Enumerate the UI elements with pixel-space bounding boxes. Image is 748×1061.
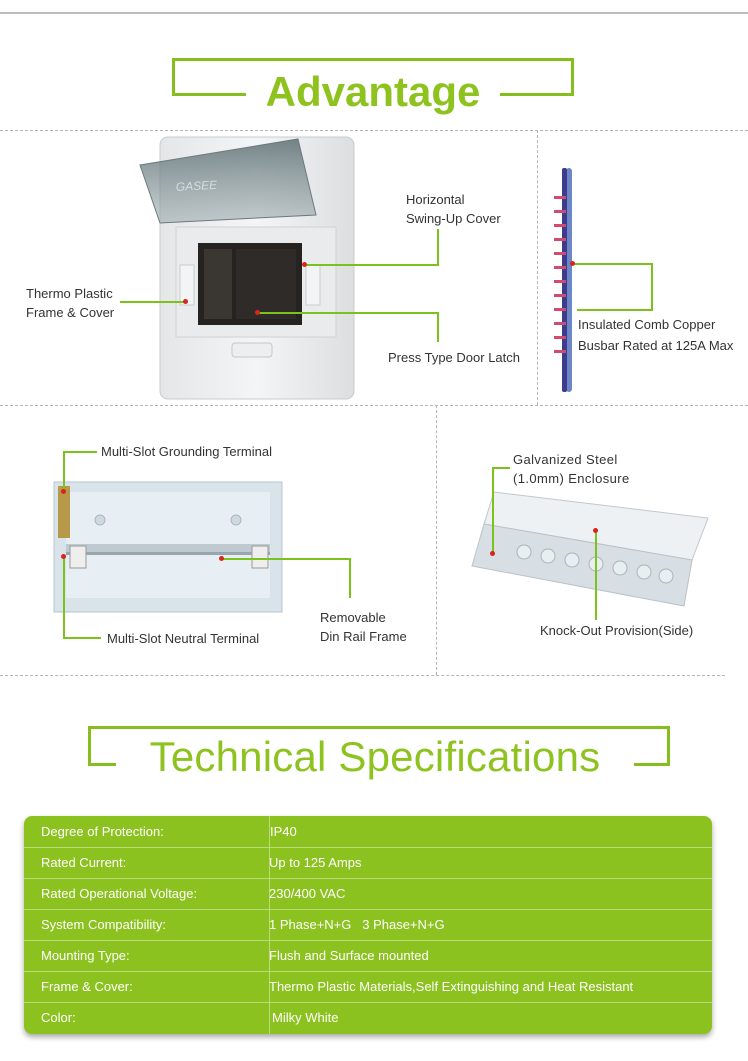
label-door-latch: Press Type Door Latch — [388, 350, 520, 365]
label-frame-cover: Thermo Plastic Frame & Cover — [26, 286, 115, 320]
spec-key: Rated Operational Voltage: — [41, 886, 198, 901]
label-busbar: Insulated Comb Copper Busbar Rated at 12… — [578, 317, 734, 353]
specs-table: Degree of Protection: IP40 Rated Current… — [24, 816, 712, 1034]
label-knockout: Knock-Out Provision(Side) — [540, 623, 694, 638]
divider — [0, 405, 748, 406]
spec-key: System Compatibility: — [41, 917, 166, 932]
table-row: Mounting Type: Flush and Surface mounted — [24, 940, 712, 972]
spec-value: IP40 — [270, 824, 297, 839]
label-swing-cover: Horizontal Swing-Up Cover — [406, 192, 501, 226]
pointer-dot — [255, 310, 260, 315]
spec-key: Color: — [41, 1010, 76, 1025]
table-row: Frame & Cover: Thermo Plastic Materials,… — [24, 971, 712, 1003]
spec-key: Degree of Protection: — [41, 824, 164, 839]
divider — [436, 405, 437, 675]
label-steel: Galvanized Steel (1.0mm) Enclosure — [513, 452, 630, 486]
label-din-rail: Removable Din Rail Frame — [320, 610, 407, 644]
spec-value: Thermo Plastic Materials,Self Extinguish… — [269, 979, 634, 994]
product-logo: GASEE — [175, 178, 218, 194]
enclosure-interior-image — [53, 481, 283, 613]
spec-key: Mounting Type: — [41, 948, 130, 963]
label-neutral: Multi-Slot Neutral Terminal — [107, 631, 260, 646]
spec-value: 1 Phase+N+G 3 Phase+N+G — [269, 917, 445, 932]
pointer-dot — [61, 554, 66, 559]
table-row: System Compatibility: 1 Phase+N+G 3 Phas… — [24, 909, 712, 941]
divider — [537, 130, 538, 405]
table-row: Degree of Protection: IP40 — [24, 816, 712, 848]
advantage-title: Advantage — [265, 68, 481, 115]
pointer-dot — [61, 489, 66, 494]
pointer-dot — [183, 299, 188, 304]
pointer-dot — [593, 528, 598, 533]
table-row: Rated Operational Voltage: 230/400 VAC — [24, 878, 712, 910]
spec-value: Flush and Surface mounted — [269, 948, 429, 963]
spec-value: Milky White — [272, 1010, 339, 1025]
steel-enclosure-image — [471, 491, 709, 607]
top-divider — [0, 12, 748, 14]
spec-value: 230/400 VAC — [269, 886, 346, 901]
divider — [0, 675, 725, 676]
table-row: Rated Current: Up to 125 Amps — [24, 847, 712, 879]
busbar-image — [554, 168, 572, 392]
pointer-dot — [570, 261, 575, 266]
divider — [0, 130, 748, 131]
distribution-box-image: GASEE — [139, 136, 355, 400]
spec-key: Rated Current: — [41, 855, 127, 870]
table-row: Color: Milky White — [24, 1002, 712, 1033]
label-grounding: Multi-Slot Grounding Terminal — [101, 444, 272, 459]
pointer-dot — [302, 262, 307, 267]
pointer-dot — [219, 556, 224, 561]
spec-key: Frame & Cover: — [41, 979, 133, 994]
pointer-dot — [490, 551, 495, 556]
specs-title: Technical Specifications — [149, 733, 601, 780]
column-divider — [269, 816, 270, 1034]
spec-value: Up to 125 Amps — [269, 855, 362, 870]
